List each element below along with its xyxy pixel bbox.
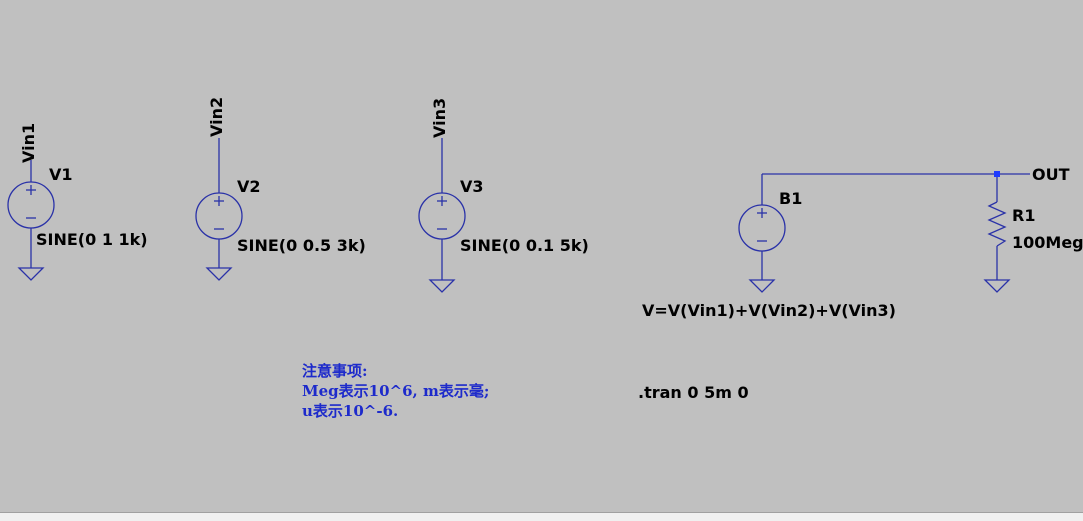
note-line-2: Meg表示10^6, m表示毫;	[302, 382, 490, 400]
v3-name[interactable]: V3	[460, 177, 484, 196]
note-line-3: u表示10^-6.	[302, 402, 399, 420]
b1-value[interactable]: V=V(Vin1)+V(Vin2)+V(Vin3)	[642, 301, 896, 320]
r1-ground-symbol	[983, 279, 1011, 293]
v2-name[interactable]: V2	[237, 177, 261, 196]
v1-name[interactable]: V1	[49, 165, 73, 184]
r1-value[interactable]: 100Meg	[1012, 233, 1083, 252]
v3-value[interactable]: SINE(0 0.1 5k)	[460, 236, 589, 255]
b1-ground-symbol	[748, 279, 776, 293]
net-label-vin2[interactable]: Vin2	[207, 96, 226, 137]
v1-source[interactable]	[7, 160, 55, 281]
r1-name[interactable]: R1	[1012, 206, 1036, 225]
junction-dot	[994, 171, 1000, 177]
note-line-1: 注意事项:	[302, 362, 368, 380]
status-bar	[0, 512, 1083, 521]
v1-ground-symbol	[17, 267, 45, 281]
v3-ground-symbol	[428, 279, 456, 293]
v3-source[interactable]	[418, 138, 466, 293]
v2-source[interactable]	[195, 138, 243, 281]
net-label-vin3[interactable]: Vin3	[430, 97, 449, 138]
comment-note[interactable]: 注意事项: Meg表示10^6, m表示毫; u表示10^-6.	[302, 361, 489, 421]
r1-resistor[interactable]	[983, 174, 1011, 293]
v2-value[interactable]: SINE(0 0.5 3k)	[237, 236, 366, 255]
v2-ground-symbol	[205, 267, 233, 281]
b1-name[interactable]: B1	[779, 189, 803, 208]
v1-value[interactable]: SINE(0 1 1k)	[36, 230, 148, 249]
net-label-out[interactable]: OUT	[1032, 165, 1070, 184]
spice-directive[interactable]: .tran 0 5m 0	[638, 383, 749, 402]
net-label-vin1[interactable]: Vin1	[19, 122, 38, 163]
r1-zigzag	[987, 201, 1007, 247]
b1-source[interactable]	[738, 173, 1030, 293]
